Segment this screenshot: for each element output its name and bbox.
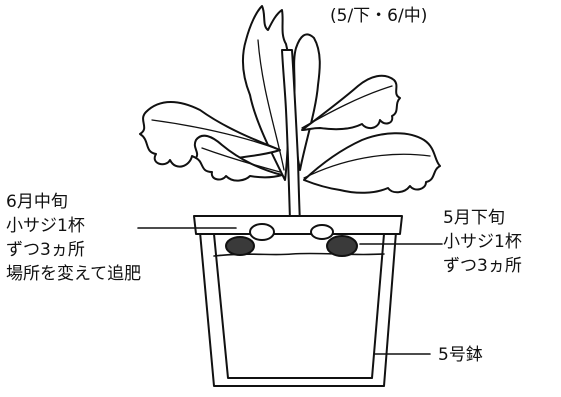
vein-top-left (257, 39, 285, 171)
left-note-line: 小サジ1杯 (6, 216, 85, 236)
left-fertilizer-note: 6月中旬 小サジ1杯 ずつ3ヵ所 場所を変えて追肥 (6, 190, 141, 286)
pot-inner-wall (213, 233, 385, 379)
pot-size-label: 5号鉢 (438, 345, 483, 365)
vein-left-lower (151, 119, 281, 151)
left-note-line: 6月中旬 (6, 192, 68, 212)
fertilizer-pellet-left (225, 236, 255, 256)
left-note-line: ずつ3ヵ所 (6, 240, 85, 260)
right-fertilizer-note: 5月下旬 小サジ1杯 ずつ3ヵ所 (443, 206, 522, 278)
right-note-line: 小サジ1杯 (443, 232, 522, 252)
left-note-line: 場所を変えて追肥 (6, 264, 142, 284)
vein-right-upper (301, 85, 393, 129)
fertilizer-old-spots (249, 223, 334, 241)
vein-left-middle (201, 147, 281, 173)
leaf-right-lower (303, 132, 441, 194)
pot-rim (193, 215, 403, 235)
pot (193, 215, 403, 387)
leader-lines (137, 227, 443, 355)
leaf-veins (151, 39, 431, 179)
plant-stem (281, 49, 303, 261)
pot-outer-wall (199, 231, 397, 387)
period-label: (5/下・6/中) (330, 6, 428, 26)
right-note-line: ずつ3ヵ所 (443, 256, 522, 276)
fertilizer-spot-mid-right (310, 224, 334, 240)
right-note-line: 5月下旬 (443, 208, 505, 228)
fertilizer-pellet-right (326, 235, 358, 257)
plant-leaves (139, 5, 441, 194)
fertilizer-spot-mid-left (249, 223, 275, 241)
leaf-left-middle (193, 134, 283, 182)
vein-right-lower (303, 153, 431, 179)
fertilizer-pellets (225, 235, 358, 257)
